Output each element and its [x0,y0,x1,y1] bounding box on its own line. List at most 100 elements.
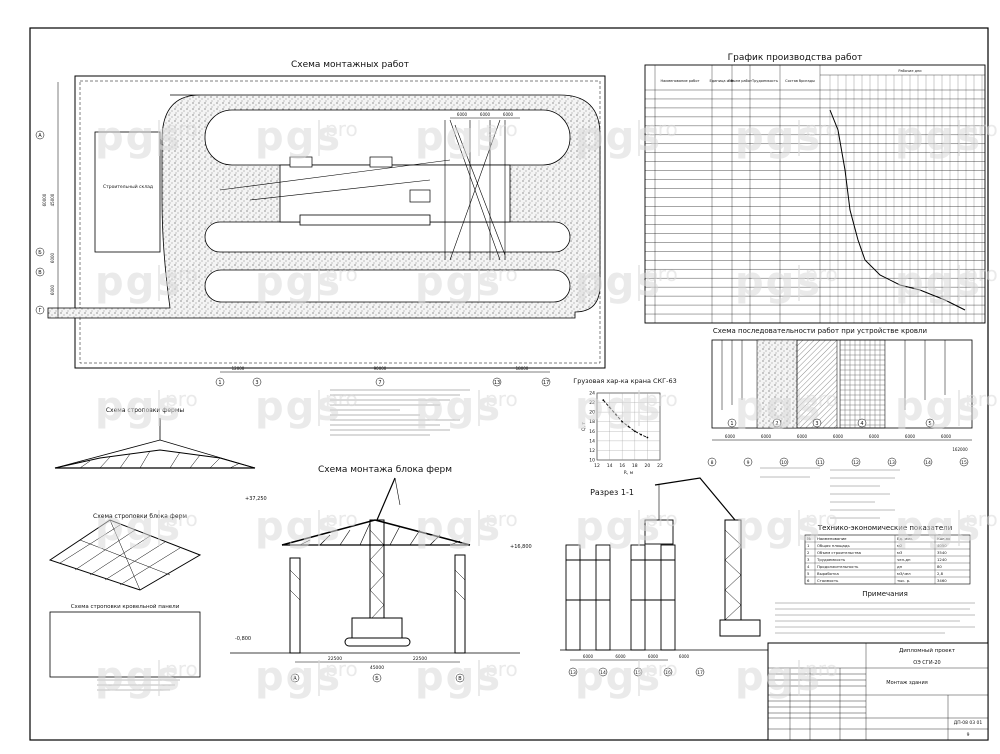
tep-cell: 80 [937,564,942,569]
roof-axis-label: 9 [747,460,750,466]
crane-mast-lattice [369,529,385,621]
tep-header-cell: Ед. изм. [897,536,913,541]
column-left [289,557,301,654]
panel-frame [49,611,201,678]
span-total: 45000 [370,665,384,671]
tep-cell: 1240 [937,557,947,562]
watermark-suffix: pro [325,657,358,681]
section-axis-marker [695,667,705,677]
watermark-suffix: pro [645,262,678,286]
crane-mast [369,519,385,631]
watermark-brand: pgs [575,504,662,550]
roof-dim: 6000 [725,434,736,439]
section-axis-label: 17 [697,670,703,676]
tep-cell: Общая площадь [817,543,850,548]
roof-zone-3 [796,339,838,429]
schedule-bars [829,109,966,311]
watermark-brand: pgs [95,384,182,430]
watermark-brand: pgs [415,114,502,160]
roof-axis-label: 11 [817,460,823,466]
chart-y-tick: 20 [589,410,595,416]
watermark-brand: pgs [575,259,662,305]
roof-dim: 6000 [833,434,844,439]
watermark-suffix: pro [165,387,198,411]
chart-y-tick: 10 [589,458,595,464]
schedule-grid [645,65,985,324]
tep-cell: 1 [807,543,810,548]
tep-cell: Продолжительность [817,564,859,569]
watermark-suffix: pro [325,387,358,411]
panel-sling-title: Схема строповки кровельной панели [71,603,180,610]
block-outline [48,519,202,591]
truss-web [79,450,241,469]
svg-text:7: 7 [378,380,381,386]
sched-h-labor: Трудоемкость [751,79,778,83]
watermark-brand: pgs [575,114,662,160]
watermark-brand: pgs [95,504,182,550]
tep-cell: дн [897,564,903,569]
roof-axis-label: 12 [853,460,859,466]
crane-reach [219,119,506,261]
svg-text:Б: Б [38,250,42,256]
chart-point [602,399,605,402]
watermark-suffix: pro [645,507,678,531]
svg-text:А: А [293,676,297,682]
watermark-brand: pgs [255,504,342,550]
tep-cell: чел-дн [897,557,911,562]
tep-cell: Объем строительства [817,550,861,555]
tep-cell: м3/чел [897,571,911,576]
storage-area [94,131,161,253]
stamp-frame [767,642,989,741]
axes-left: А Б В Г [35,130,45,315]
roof-axis-label: 15 [961,460,967,466]
elev-right: +16,800 [510,544,532,550]
section-columns [565,544,676,651]
watermark-suffix: pro [325,507,358,531]
section-dim: 6000 [679,654,690,659]
chart-point [627,425,630,428]
stamp-sheet-name: Монтаж здания [886,680,927,686]
truck-2 [369,156,393,168]
right-legend [760,467,900,519]
dim-bottom-3: 18000 [516,366,529,371]
watermark-suffix: pro [645,387,678,411]
dim-top-3: 6000 [503,112,514,117]
truss-chord-top [54,449,256,469]
watermark-brand: pgs [95,654,182,700]
section-axis-marker [598,667,608,677]
svg-text:3: 3 [815,421,818,427]
svg-text:17: 17 [543,380,549,386]
svg-text:А: А [38,133,42,139]
watermark-suffix: pro [805,657,838,681]
roof-axis-marker [923,457,933,467]
chart-y-tick: 24 [589,391,595,397]
tep-cell: 5 [807,571,810,576]
svg-text:В: В [38,270,42,276]
section-axis-marker [663,667,673,677]
truss-web-main [299,522,461,546]
title-stamp: Дипломный проект ОЭ СГИ-20 Монтаж здания… [767,642,989,741]
roof-dim: 6000 [797,434,808,439]
watermark-suffix: pro [805,117,838,141]
watermark-brand: pgs [95,259,182,305]
watermark-suffix: pro [965,117,998,141]
tep-cell: м3 [897,550,903,555]
stamp-title: Дипломный проект [899,647,956,654]
mount-axes: А Б В [290,673,465,683]
watermark-suffix: pro [965,507,998,531]
roof-dim: 6000 [905,434,916,439]
site-fence [74,75,606,369]
work-schedule: График производства работ Наименование р… [644,53,986,324]
svg-text:Г: Г [38,308,41,314]
watermark-suffix: pro [165,657,198,681]
site-plan-title: Схема монтажных работ [291,60,409,70]
section-axis-label: 13 [570,670,576,676]
column-bracing [289,569,466,601]
chart-ylabel: Q, т [581,422,587,431]
crane-hook-line [394,477,401,506]
tep-cell: 3460 [937,578,947,583]
island-2 [204,221,571,253]
section-dim: 6000 [648,654,659,659]
